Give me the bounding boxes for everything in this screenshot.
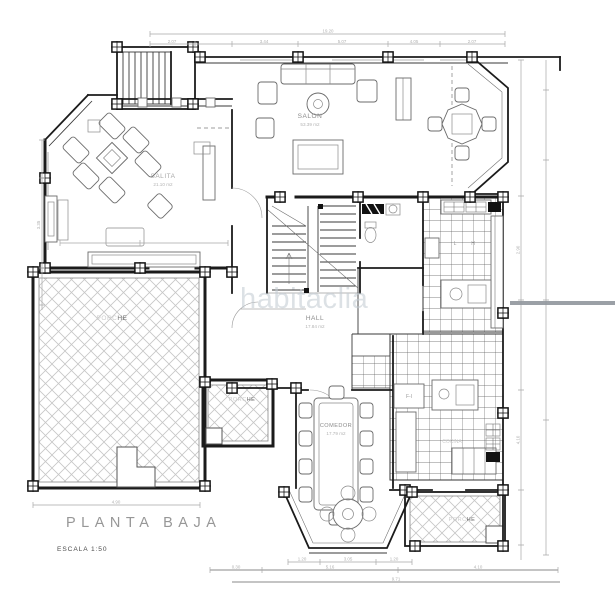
kitchen-lower: [393, 379, 501, 475]
scale-label: ESCALA 1:50: [57, 546, 108, 553]
svg-text:4.10: 4.10: [474, 565, 483, 570]
porch-west-terrace: [31, 270, 207, 490]
svg-text:4.05: 4.05: [410, 39, 419, 44]
svg-text:0.30: 0.30: [232, 565, 241, 570]
kitchen-upper: [424, 199, 504, 329]
armchair: [257, 81, 278, 105]
stove-icon: [488, 202, 501, 212]
svg-text:5.16: 5.16: [326, 565, 335, 570]
chair: [454, 87, 470, 103]
svg-text:2.90: 2.90: [516, 245, 521, 254]
dining-table: [313, 397, 359, 511]
label-porche-centro: PORCHE: [229, 397, 256, 403]
svg-text:2.07: 2.07: [468, 39, 477, 44]
label-salon: SALON: [298, 113, 323, 120]
label-porche-sur: PORCHE: [449, 517, 476, 523]
bath-cabinet: [362, 204, 384, 214]
room-labels: SALON 53.39 m2 SALITA 21.10 m2 HALL 17.8…: [97, 113, 476, 523]
svg-text:5.07: 5.07: [338, 39, 347, 44]
round-table: [332, 498, 364, 530]
chair: [319, 506, 335, 522]
salon-furniture: [255, 63, 497, 175]
dimension-lines: [32, 31, 560, 583]
svg-text:3.44: 3.44: [260, 39, 269, 44]
toilet-icon: [364, 227, 377, 243]
coffee-table: [306, 92, 330, 116]
svg-text:3.35: 3.35: [36, 220, 41, 229]
porch-center: [201, 378, 275, 448]
label-salita: SALITA: [150, 173, 175, 180]
chair: [340, 485, 356, 501]
dining-furniture: [298, 385, 374, 526]
porch-south-east: [404, 491, 506, 547]
wall-unit: [202, 145, 216, 201]
chair: [481, 116, 497, 132]
tv-unit: [57, 199, 69, 241]
chair: [454, 145, 470, 161]
corner-table: [95, 141, 129, 175]
label-lavadero-l: L: [454, 241, 457, 247]
chair: [340, 527, 356, 543]
dim-top-total: 19.20: [323, 29, 335, 34]
gray-bar: [510, 301, 615, 305]
side-table: [87, 119, 101, 133]
oven-icon: [486, 452, 500, 462]
svg-text:9.71: 9.71: [392, 577, 401, 582]
watermark: habitaclia: [240, 283, 369, 315]
label-office: F-I: [406, 394, 412, 400]
svg-text:3.05: 3.05: [344, 557, 353, 562]
label-cocina: COCINA: [442, 439, 462, 445]
center-table: [292, 139, 344, 175]
label-comedor: COMEDOR: [320, 423, 352, 429]
rug: [105, 227, 145, 247]
label-porche-oeste: PORCHE: [97, 315, 128, 322]
svg-text:1.20: 1.20: [298, 557, 307, 562]
area-salita: 21.10 m2: [153, 182, 173, 187]
svg-text:1.20: 1.20: [390, 557, 399, 562]
sofa: [280, 63, 356, 85]
armchair: [255, 117, 275, 139]
area-salon: 53.39 m2: [300, 122, 320, 127]
sideboard: [395, 77, 412, 121]
plan-title: PLANTA BAJA: [66, 515, 221, 531]
bathroom: [362, 203, 401, 243]
hob-icon: [449, 287, 463, 301]
sink-icon: [388, 204, 398, 214]
area-comedor: 17.79 m2: [326, 431, 346, 436]
svg-text:4.90: 4.90: [112, 499, 121, 504]
armchair: [356, 79, 378, 103]
terrace-step: [116, 446, 156, 488]
chair: [427, 116, 443, 132]
salita-furniture: [44, 112, 216, 268]
fireplace: [44, 195, 58, 243]
svg-text:4.10: 4.10: [516, 435, 521, 444]
label-hall: HALL: [306, 315, 324, 322]
bay-porch-furniture: [319, 485, 377, 543]
porch-step: [205, 427, 223, 445]
staircase: [267, 204, 359, 293]
area-hall: 17.84 m2: [305, 324, 325, 329]
game-table: [441, 103, 483, 145]
armchair: [147, 193, 173, 219]
svg-text:2.07: 2.07: [168, 39, 177, 44]
label-lavadero-h: H: [471, 241, 475, 247]
chair: [361, 506, 377, 522]
dimension-numbers: 19.20 2.07 3.44 5.07 4.05 2.07 1.20 3.05…: [36, 29, 521, 582]
